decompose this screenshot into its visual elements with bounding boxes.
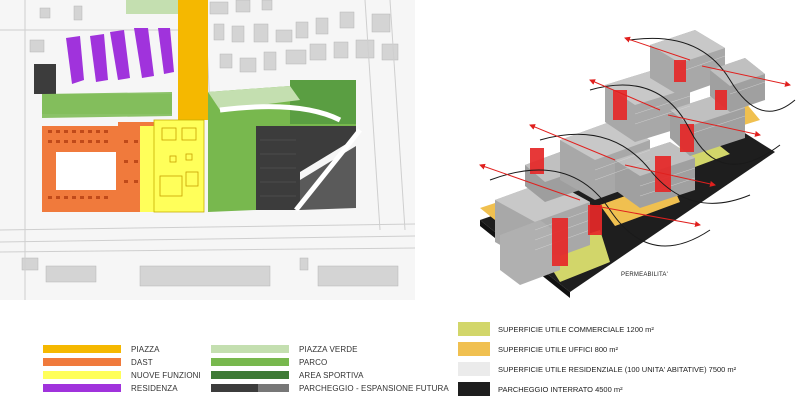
legend-swatch (211, 384, 289, 392)
legend-label: PIAZZA (131, 344, 160, 354)
diagonal-road (294, 128, 362, 212)
axonometric-legend: SUPERFICIE UTILE COMMERCIALE 1200 m² SUP… (458, 320, 798, 398)
legend-swatch (458, 342, 490, 356)
legend-item-commerciale: SUPERFICIE UTILE COMMERCIALE 1200 m² (458, 322, 654, 336)
site-plan-map (0, 0, 415, 300)
legend-swatch (211, 358, 289, 366)
legend-item-residenziale: SUPERFICIE UTILE RESIDENZIALE (100 UNITA… (458, 362, 736, 376)
area-sportiva-top (290, 80, 356, 124)
legend-label: AREA SPORTIVA (299, 370, 364, 380)
axonometric-diagram (479, 30, 796, 298)
legend-item-parco: PARCO (211, 356, 327, 368)
legend-swatch (458, 362, 490, 376)
legend-item-dast: DAST (43, 356, 153, 368)
legend-swatch (43, 358, 121, 366)
red-towers (530, 60, 727, 266)
legend-label: PARCO (299, 357, 328, 367)
legend-label: SUPERFICIE UTILE RESIDENZIALE (100 UNITA… (498, 364, 737, 374)
piazza-strip (178, 0, 208, 120)
plan-legend: PIAZZA DAST NUOVE FUNZIONI RESIDENZA PIA… (43, 343, 449, 398)
nuove-funzioni (140, 119, 205, 213)
legend-swatch (458, 382, 490, 396)
legend-swatch (211, 345, 289, 353)
residenza-blocks (66, 28, 174, 84)
legend-item-residenza: RESIDENZA (43, 382, 178, 394)
legend-label: PIAZZA VERDE (299, 344, 358, 354)
legend-label: NUOVE FUNZIONI (131, 370, 201, 380)
dast-complex (42, 122, 154, 212)
legend-swatch (43, 384, 121, 392)
permeability-curves (489, 37, 796, 247)
legend-swatch (458, 322, 490, 336)
piazza-verde-top (126, 0, 178, 14)
legend-label: RESIDENZA (131, 383, 178, 393)
legend-label: SUPERFICIE UTILE COMMERCIALE 1200 m² (498, 324, 654, 334)
legend-item-area-sportiva: AREA SPORTIVA (211, 369, 364, 381)
legend-label: SUPERFICIE UTILE UFFICI 800 m² (498, 344, 619, 354)
legend-label: PARCHEGGIO INTERRATO 4500 m² (498, 384, 623, 394)
legend-swatch (211, 371, 289, 379)
park-path (219, 104, 342, 123)
parco-left (42, 92, 172, 118)
legend-item-parcheggio: PARCHEGGIO - ESPANSIONE FUTURA (211, 382, 449, 394)
legend-swatch (43, 345, 121, 353)
permeability-arrows (479, 36, 791, 228)
legend-label: PARCHEGGIO - ESPANSIONE FUTURA (299, 383, 449, 393)
legend-item-nuove-funzioni: NUOVE FUNZIONI (43, 369, 201, 381)
legend-item-piazza-verde: PIAZZA VERDE (211, 343, 358, 355)
legend-item-uffici: SUPERFICIE UTILE UFFICI 800 m² (458, 342, 618, 356)
legend-label: DAST (131, 357, 153, 367)
permeability-label: PERMEABILITA' (621, 272, 668, 278)
parcheggio-small (34, 64, 56, 94)
piazza-verde-path (208, 86, 300, 110)
legend-swatch (43, 371, 121, 379)
legend-item-piazza: PIAZZA (43, 343, 160, 355)
parcheggio-espansione (256, 126, 356, 210)
legend-item-parcheggio-interrato: PARCHEGGIO INTERRATO 4500 m² (458, 382, 623, 396)
